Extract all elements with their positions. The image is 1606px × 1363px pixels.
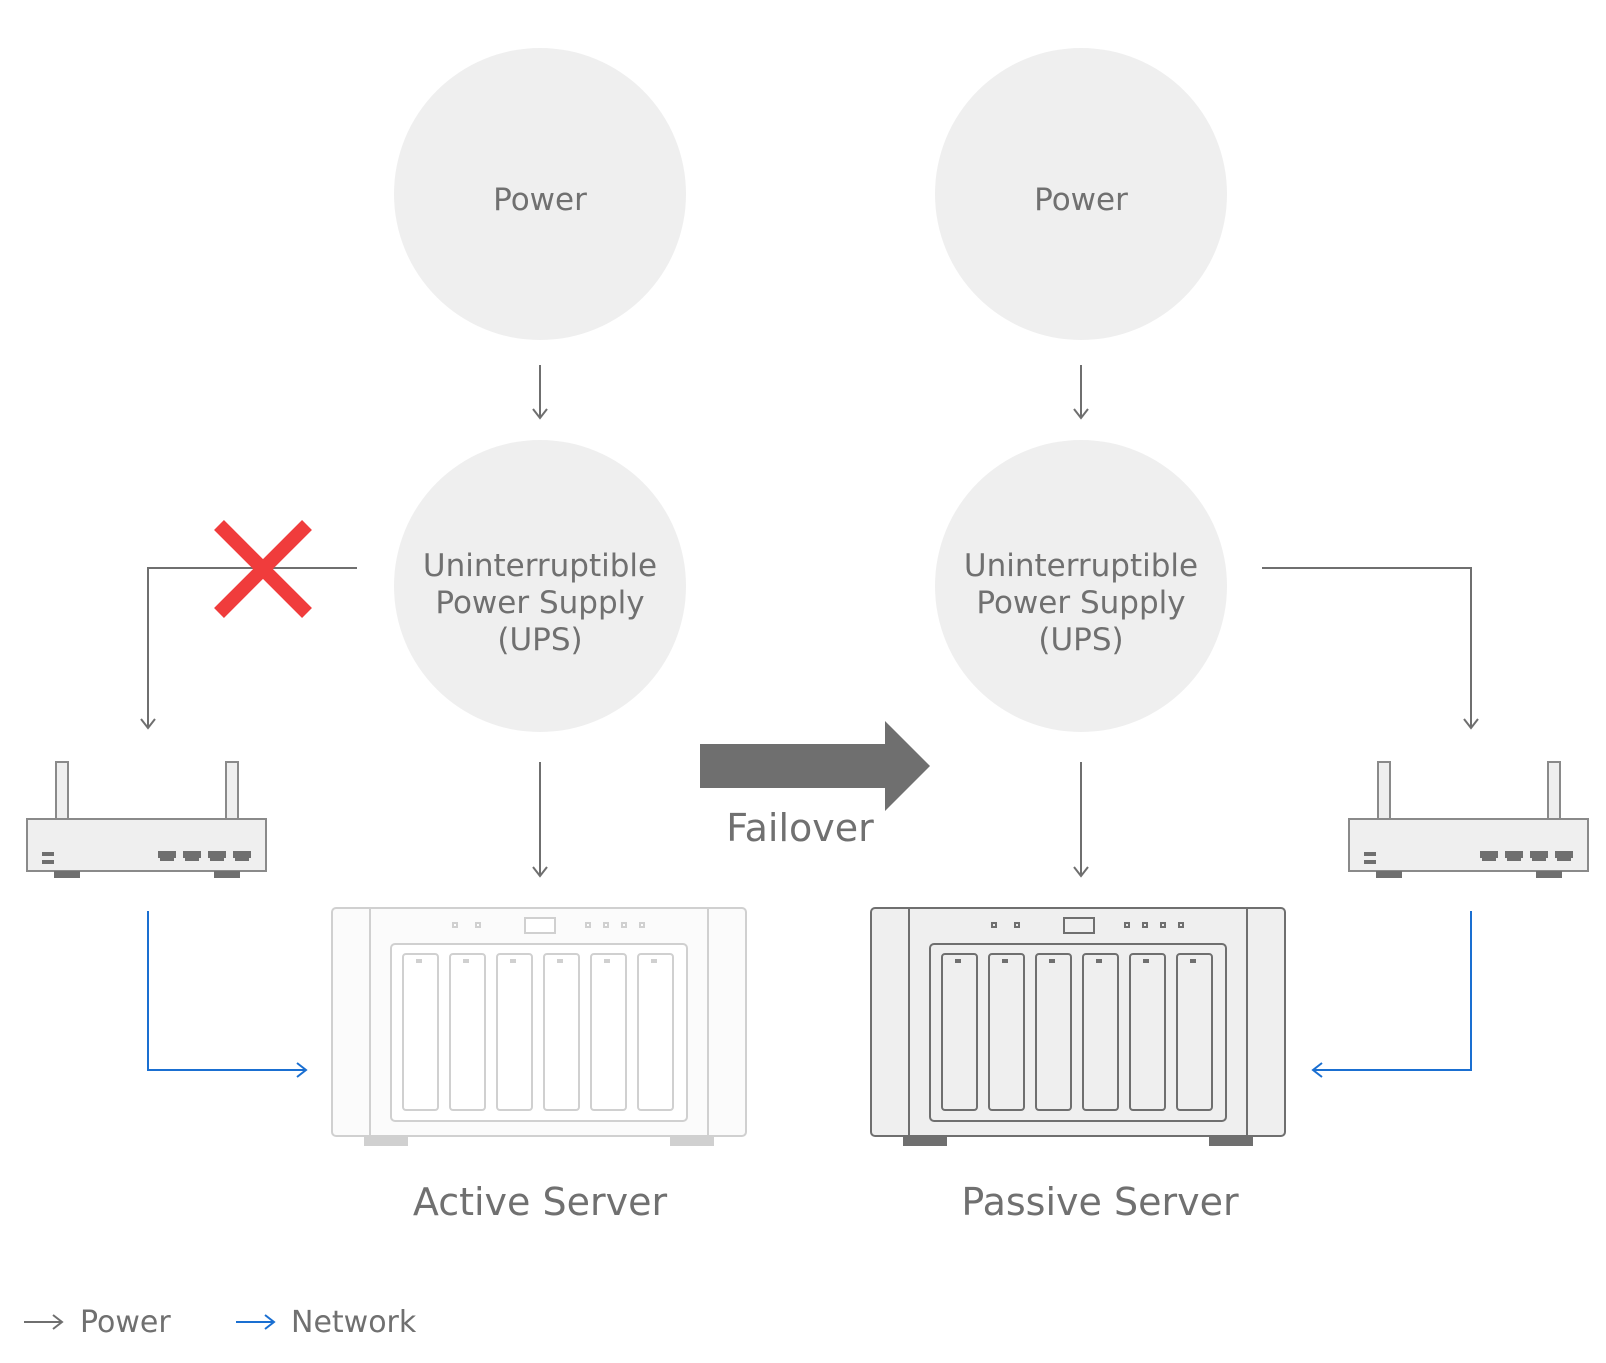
ups-label-right-line2: Power Supply	[976, 585, 1186, 621]
power-node-right	[935, 48, 1227, 340]
passive-server-label: Passive Server	[961, 1180, 1239, 1224]
legend-network-label: Network	[291, 1304, 417, 1340]
failover-arrow-icon	[700, 721, 930, 811]
power-line-left-router	[140, 567, 357, 730]
power-line-right-router	[1262, 567, 1479, 730]
power-label-left: Power	[493, 182, 587, 218]
ups-label-left: Uninterruptible Power Supply (UPS)	[400, 548, 680, 659]
ups-node-left	[394, 440, 686, 732]
failure-x-icon	[214, 520, 312, 618]
power-node-left	[394, 48, 686, 340]
ups-label-left-line3: (UPS)	[497, 622, 583, 658]
active-server-icon	[331, 907, 747, 1146]
active-server-label: Active Server	[412, 1180, 668, 1224]
router-right-icon	[1348, 761, 1589, 878]
legend-power-label: Power	[80, 1304, 171, 1340]
failover-label: Failover	[726, 806, 874, 850]
power-label-right: Power	[1034, 182, 1128, 218]
ups-label-right-line3: (UPS)	[1038, 622, 1124, 658]
network-line-right	[1311, 911, 1472, 1078]
ups-label-left-line1: Uninterruptible	[422, 548, 658, 584]
network-line-left	[147, 911, 308, 1078]
ups-label-left-line2: Power Supply	[435, 585, 645, 621]
ups-label-right: Uninterruptible Power Supply (UPS)	[941, 548, 1221, 659]
ups-node-right	[935, 440, 1227, 732]
passive-server-icon	[870, 907, 1286, 1146]
router-left-icon	[26, 761, 267, 878]
ups-label-right-line1: Uninterruptible	[963, 548, 1199, 584]
